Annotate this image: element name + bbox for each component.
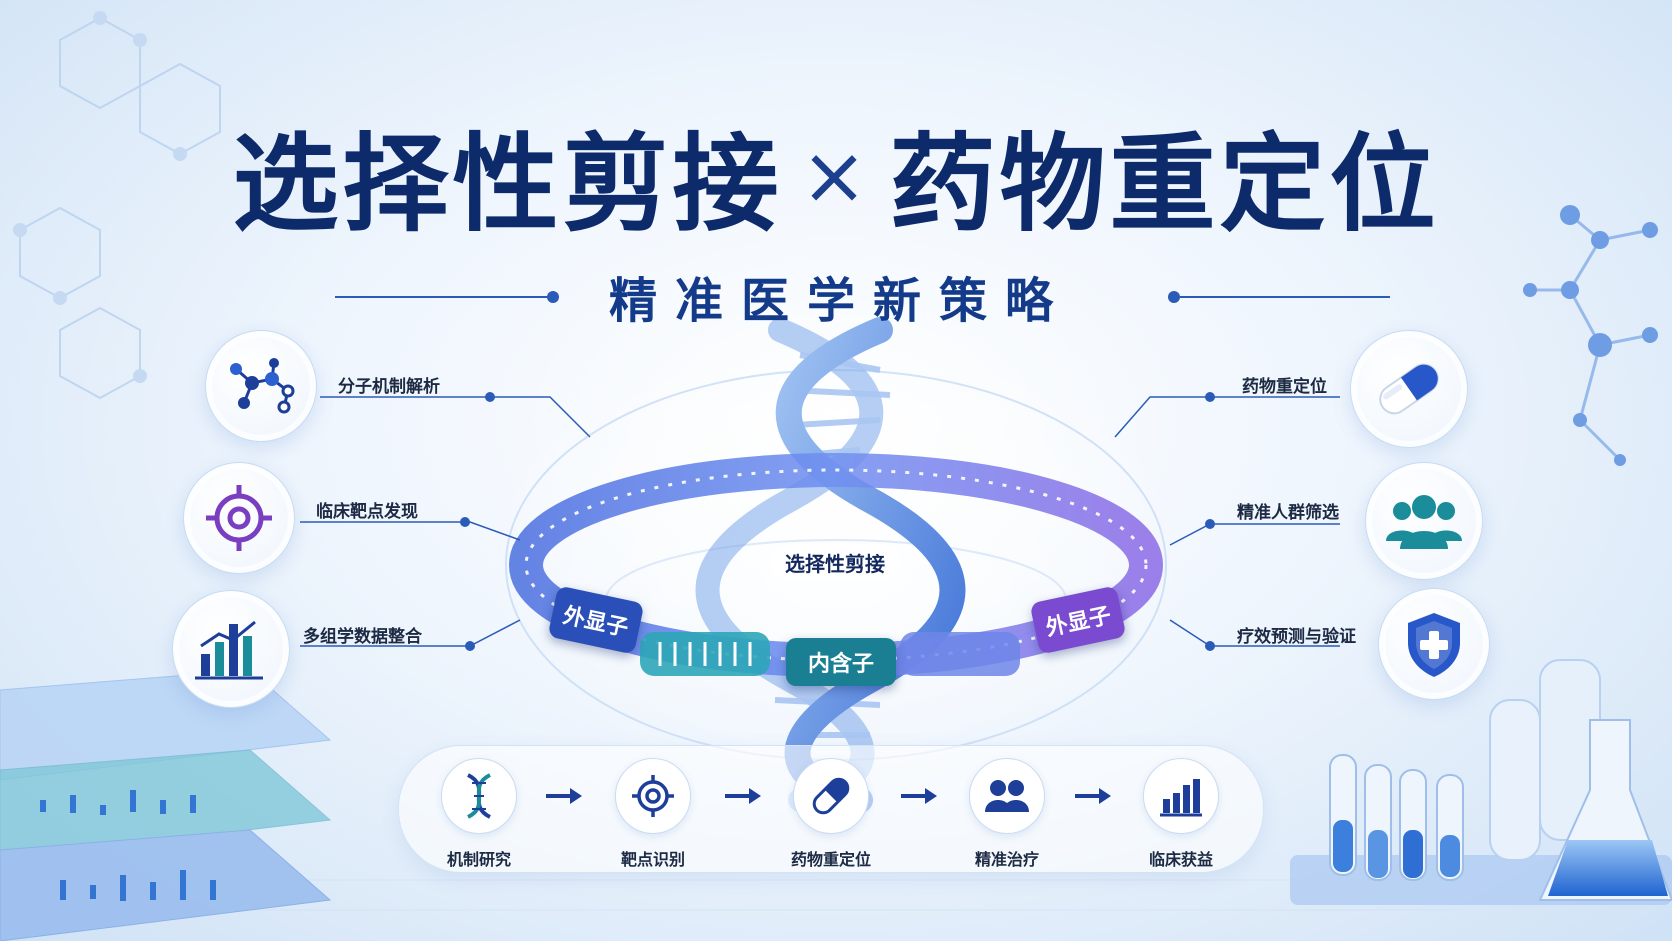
title-separator: × (800, 128, 872, 222)
splicing-label: 选择性剪接 (770, 544, 900, 580)
flow-step-icon-circle (441, 758, 517, 834)
subtitle-dot-left (547, 291, 559, 303)
feature-circle-people (1365, 462, 1483, 580)
flow-step-benefit: 临床获益 (1121, 758, 1241, 870)
flow-step-icon-circle (1143, 758, 1219, 834)
flow-step-label: 精准治疗 (974, 850, 1039, 869)
feature-circle-chart (172, 590, 290, 708)
arrow-right-icon (725, 788, 761, 804)
subtitle-line-left (335, 296, 553, 298)
flow-step-label: 靶点识别 (620, 850, 685, 869)
feature-label-mechanism: 分子机制解析 (338, 377, 440, 397)
people-icon (985, 780, 1029, 812)
feature-label-target: 临床靶点发现 (316, 502, 418, 522)
subtitle-line-right (1180, 296, 1390, 298)
target-icon (206, 485, 272, 551)
flow-step-target: 靶点识别 (593, 758, 713, 870)
flow-step-label: 药物重定位 (790, 850, 871, 869)
subtitle-container: 精准医学新策略 (520, 266, 1160, 329)
bar-chart-icon (195, 620, 263, 680)
feature-circle-target (183, 462, 295, 574)
intron-pill: 内含子 (786, 638, 896, 686)
flow-step-treatment: 精准治疗 (947, 758, 1067, 870)
bar-chart-icon (1160, 779, 1202, 817)
flow-step-label: 机制研究 (446, 850, 511, 869)
flow-step-icon-circle (615, 758, 691, 834)
subtitle-dot-right (1168, 291, 1180, 303)
capsule-icon (812, 777, 850, 815)
flow-step-icon-circle (969, 758, 1045, 834)
feature-circle-shield (1378, 588, 1490, 700)
arrow-right-icon (1075, 788, 1111, 804)
arrow-right-icon (901, 788, 937, 804)
flow-step-label: 临床获益 (1148, 850, 1213, 869)
feature-circle-molecule (205, 330, 317, 442)
feature-circle-capsule (1350, 330, 1468, 448)
people-icon (1386, 495, 1462, 549)
flow-step-repurposing: 药物重定位 (771, 758, 891, 870)
feature-label-efficacy: 疗效预测与验证 (1237, 627, 1356, 647)
dna-icon (466, 773, 492, 819)
title-left: 选择性剪接 (232, 123, 783, 246)
capsule-icon (1379, 363, 1439, 415)
feature-label-screening: 精准人群筛选 (1237, 503, 1339, 523)
title-right: 药物重定位 (889, 123, 1440, 246)
workflow-bar: 机制研究 靶点识别 药物重定位 (398, 745, 1264, 873)
flow-step-mechanism: 机制研究 (419, 758, 539, 870)
target-icon (632, 775, 674, 817)
main-title: 选择性剪接 × 药物重定位 (0, 98, 1672, 252)
shield-plus-icon (1408, 613, 1460, 677)
molecule-icon (230, 358, 295, 414)
arrow-right-icon (546, 788, 582, 804)
feature-label-repurposing: 药物重定位 (1242, 377, 1327, 397)
subtitle: 精准医学新策略 (608, 273, 1071, 329)
feature-label-omics: 多组学数据整合 (303, 627, 422, 647)
flow-step-icon-circle (793, 758, 869, 834)
